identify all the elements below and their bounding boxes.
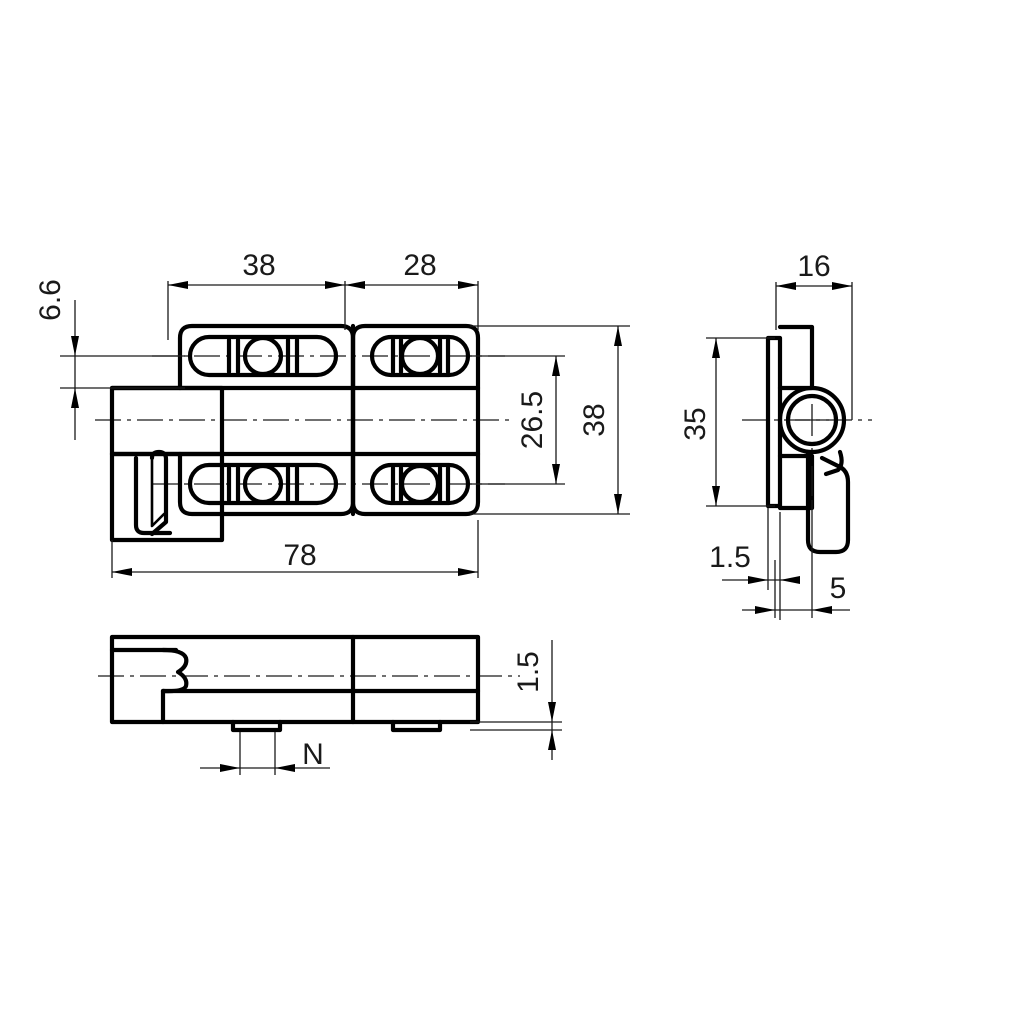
arrow-15b-bottom	[548, 730, 556, 750]
bottom-view-hook-detail	[160, 647, 189, 694]
arrow-78-right	[458, 568, 478, 576]
arrow-78-left	[112, 568, 132, 576]
bottom-view-dimensions: 1.5 N	[200, 640, 562, 775]
bottom-view	[98, 634, 520, 733]
front-view-body-block	[109, 385, 356, 457]
front-view-right-segment	[350, 323, 481, 517]
arrow-35-top	[712, 338, 720, 358]
front-view-slot-upper-left	[187, 334, 339, 378]
dim-label-16: 16	[797, 250, 830, 283]
arrow-28-left	[345, 281, 365, 289]
dim-label-35: 35	[679, 407, 712, 440]
front-view-slot-upper-right	[369, 334, 471, 378]
front-view	[95, 323, 515, 543]
front-view-slot-lower-left	[187, 462, 339, 506]
dim-label-1-5-side: 1.5	[709, 541, 751, 574]
arrow-265-bottom	[552, 464, 560, 484]
front-view-hook-detail	[133, 455, 173, 536]
arrow-5-left	[755, 606, 775, 614]
arrow-16-right	[832, 282, 852, 290]
side-view	[742, 324, 872, 555]
dim-label-28: 28	[403, 249, 436, 282]
dim-label-N: N	[302, 738, 324, 771]
arrow-265-top	[552, 356, 560, 376]
side-view-lever-arm-right-edge	[823, 449, 844, 477]
arrow-5-right	[812, 606, 832, 614]
arrow-66-bottom	[71, 388, 79, 408]
front-view-hook-inner	[149, 449, 169, 537]
dim-label-78: 78	[283, 539, 316, 572]
dim-label-38-vertical: 38	[578, 403, 611, 436]
dim-label-38: 38	[242, 249, 275, 282]
arrow-16-left	[776, 282, 796, 290]
front-view-slot-lower-right	[369, 462, 471, 506]
arrow-38-left	[168, 281, 188, 289]
side-view-lever-arm	[805, 449, 851, 555]
side-view-body-upper	[777, 324, 815, 391]
side-view-pivot-inner-circle	[785, 393, 839, 447]
arrow-38v-bottom	[614, 494, 622, 514]
dim-label-6-6: 6.6	[34, 279, 67, 321]
dim-label-1-5-bottom: 1.5	[512, 651, 545, 693]
front-view-hook-tip	[150, 458, 166, 528]
arrow-N-left	[220, 764, 240, 772]
dim-label-26-5: 26.5	[516, 391, 549, 449]
arrow-15s-left	[748, 576, 768, 584]
bottom-view-tab-right	[390, 719, 443, 733]
arrow-N-right	[275, 764, 295, 772]
arrow-35-bottom	[712, 486, 720, 506]
arrow-66-top	[71, 336, 79, 356]
bottom-view-tab-left	[230, 719, 283, 733]
dim-label-5: 5	[830, 572, 847, 605]
front-view-dimensions: 38 28 6.6 26.5 38 78	[34, 249, 630, 578]
arrow-15b-top	[548, 702, 556, 722]
side-view-dimensions: 16 35 1.5 5	[679, 250, 853, 620]
arrow-38-right	[325, 281, 345, 289]
arrow-38v-top	[614, 326, 622, 346]
side-view-pivot-outer-ring	[777, 385, 847, 455]
arrow-28-right	[458, 281, 478, 289]
arrow-15s-right	[780, 576, 800, 584]
